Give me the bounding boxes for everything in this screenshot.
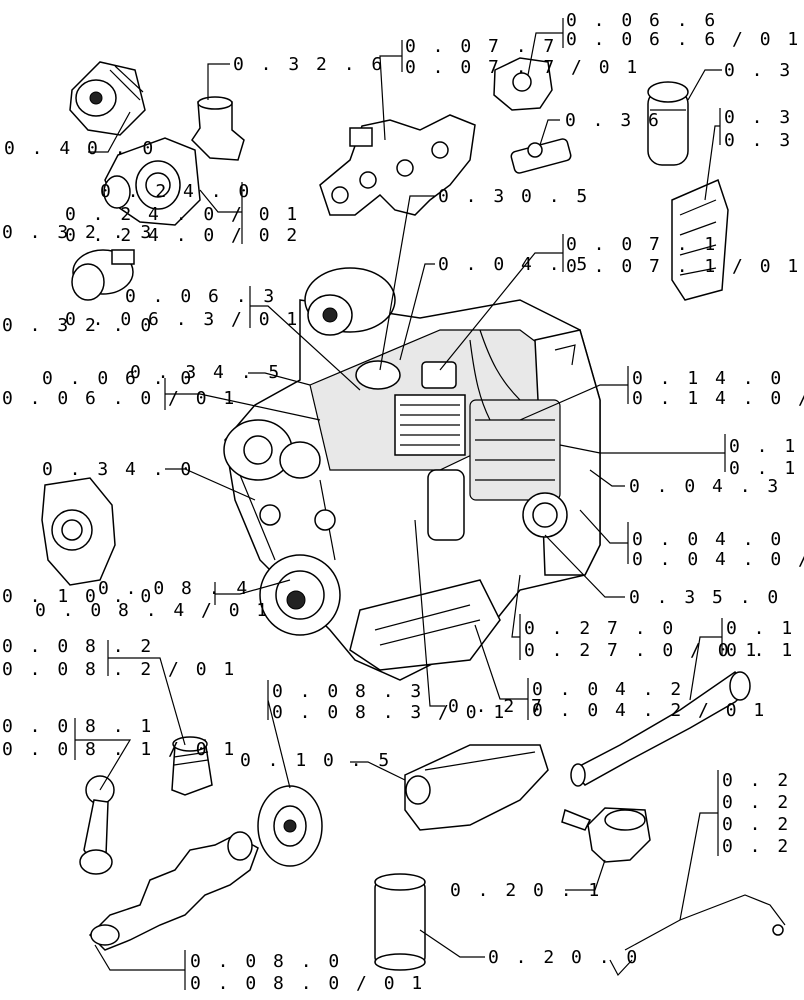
ref-0-04-0: 0 . 0 4 . 0	[632, 529, 784, 550]
ref-0-14-0-01: 0 . 1 4 . 0 / 0 1	[632, 388, 804, 409]
ref-0-04-3: 0 . 0 4 . 3	[629, 476, 781, 497]
ref-0-04-2-01: 0 . 0 4 . 2 / 0 1	[532, 700, 767, 721]
ref-0-20-a: 0 . 2 0	[722, 770, 804, 791]
ref-0-06-3-01: 0 . 0 6 . 3 / 0 1	[65, 309, 300, 330]
ref-0-30: 0 . 3 0	[724, 60, 804, 81]
oil-pump-housing-part	[41, 477, 116, 586]
ref-0-27: 0 . 2 7	[448, 696, 545, 717]
fuel-lift-pump-part	[561, 807, 651, 863]
pump-part	[493, 57, 553, 111]
ref-0-14-a: 0 . 1 4	[729, 436, 804, 457]
ref-0-35-0: 0 . 3 5 . 0	[629, 587, 781, 608]
crankshaft-part	[88, 831, 259, 951]
ref-0-07-7-01: 0 . 0 7 . 7 / 0 1	[405, 57, 640, 78]
ref-0-04-0-01: 0 . 0 4 . 0 / 0 1	[632, 549, 804, 570]
alternator-part	[69, 61, 146, 136]
fuel-pipe-part	[609, 894, 786, 977]
camshaft-part	[570, 670, 751, 787]
ref-0-24-0-01: 0 . 2 4 . 0 / 0 1	[65, 204, 300, 225]
ref-0-08-3-01: 0 . 0 8 . 3 / 0 1	[272, 702, 507, 723]
ref-0-06-3: 0 . 0 6 . 3	[125, 286, 277, 307]
valve-part	[510, 138, 572, 174]
fuel-filter-part	[374, 873, 426, 971]
ref-0-31-a: 0 . 3 1	[724, 107, 804, 128]
ref-0-32-0: 0 . 3 2 . 0	[2, 315, 154, 336]
ref-0-08-0-01: 0 . 0 8 . 0 / 0 1	[190, 973, 425, 994]
water-pump-housing-part	[103, 137, 201, 226]
flywheel-part	[257, 785, 323, 867]
ref-0-32-6: 0 . 3 2 . 6	[233, 54, 385, 75]
ref-0-04-2: 0 . 0 4 . 2	[532, 679, 684, 700]
ref-0-08-4-01: 0 . 0 8 . 4 / 0 1	[35, 600, 270, 621]
ref-0-08-2-01: 0 . 0 8 . 2 / 0 1	[2, 659, 237, 680]
ref-0-08-2: 0 . 0 8 . 2	[2, 636, 154, 657]
ref-0-12-b: 0 . 1 2	[726, 640, 804, 661]
reference-labels: 0 . 0 6 . 6 0 . 0 6 . 6 / 0 1 0 . 0 7 . …	[2, 10, 804, 994]
ref-0-06-6: 0 . 0 6 . 6	[566, 10, 718, 31]
ref-0-14-0: 0 . 1 4 . 0	[632, 368, 784, 389]
thermostat-housing-part	[191, 96, 245, 161]
balancer-unit-part	[404, 744, 549, 831]
leader-lines	[74, 18, 726, 990]
ref-0-08-3: 0 . 0 8 . 3	[272, 681, 424, 702]
ref-0-40-0: 0 . 4 0 . 0	[4, 138, 156, 159]
oil-filter-part	[647, 81, 689, 166]
ref-0-08-0: 0 . 0 8 . 0	[190, 951, 342, 972]
ref-0-30-5: 0 . 3 0 . 5	[438, 186, 590, 207]
ref-0-36: 0 . 3 6	[565, 110, 662, 131]
ref-0-20-c: 0 . 2 0	[722, 814, 804, 835]
ref-0-10-0: 0 . 1 0 . 0	[2, 586, 154, 607]
ref-0-34-0: 0 . 3 4 . 0	[42, 459, 194, 480]
ref-0-06-0: 0 . 0 6 . 0	[42, 368, 194, 389]
ref-0-08-4: 0 . 0 8 . 4	[98, 578, 250, 599]
ref-0-34-5: 0 . 3 4 . 5	[130, 362, 282, 383]
exhaust-manifold-part	[319, 114, 476, 216]
ref-0-06-0-01: 0 . 0 6 . 0 / 0 1	[2, 388, 237, 409]
ref-0-07-1-01: 0 . 0 7 . 1 / 0 1	[566, 256, 801, 277]
ref-0-27-0-01: 0 . 2 7 . 0 / 0 1	[524, 640, 759, 661]
ref-0-20-1: 0 . 2 0 . 1	[450, 880, 602, 901]
ref-0-08-1-01: 0 . 0 8 . 1 / 0 1	[2, 739, 237, 760]
engine-assembly	[223, 267, 601, 681]
piston-part	[171, 736, 213, 796]
ref-0-14-b: 0 . 1 4	[729, 458, 804, 479]
ref-0-27-0: 0 . 2 7 . 0	[524, 618, 676, 639]
connecting-rod-part	[79, 775, 115, 875]
oil-cooler-part	[671, 178, 729, 301]
ref-0-20-d: 0 . 2 0	[722, 836, 804, 857]
water-pump-pulley-part	[71, 249, 135, 301]
ref-0-12-a: 0 . 1 2	[726, 618, 804, 639]
ref-0-04-5: 0 . 0 4 . 5	[438, 254, 590, 275]
ref-0-07-1: 0 . 0 7 . 1	[566, 234, 718, 255]
ref-0-24-0: 0 . 2 4 . 0	[100, 181, 252, 202]
ref-0-07-7: 0 . 0 7 . 7	[405, 36, 557, 57]
ref-0-08-1: 0 . 0 8 . 1	[2, 716, 154, 737]
ref-0-24-0-02: 0 . 2 4 . 0 / 0 2	[65, 225, 300, 246]
ref-0-20-0: 0 . 2 0 . 0	[488, 947, 640, 968]
ref-0-10-5: 0 . 1 0 . 5	[240, 750, 392, 771]
ref-0-20-b: 0 . 2 0	[722, 792, 804, 813]
ref-0-06-6-01: 0 . 0 6 . 6 / 0 1	[566, 29, 801, 50]
ref-0-31-b: 0 . 3 1	[724, 130, 804, 151]
ref-0-32-3: 0 . 3 2 . 3	[2, 222, 154, 243]
